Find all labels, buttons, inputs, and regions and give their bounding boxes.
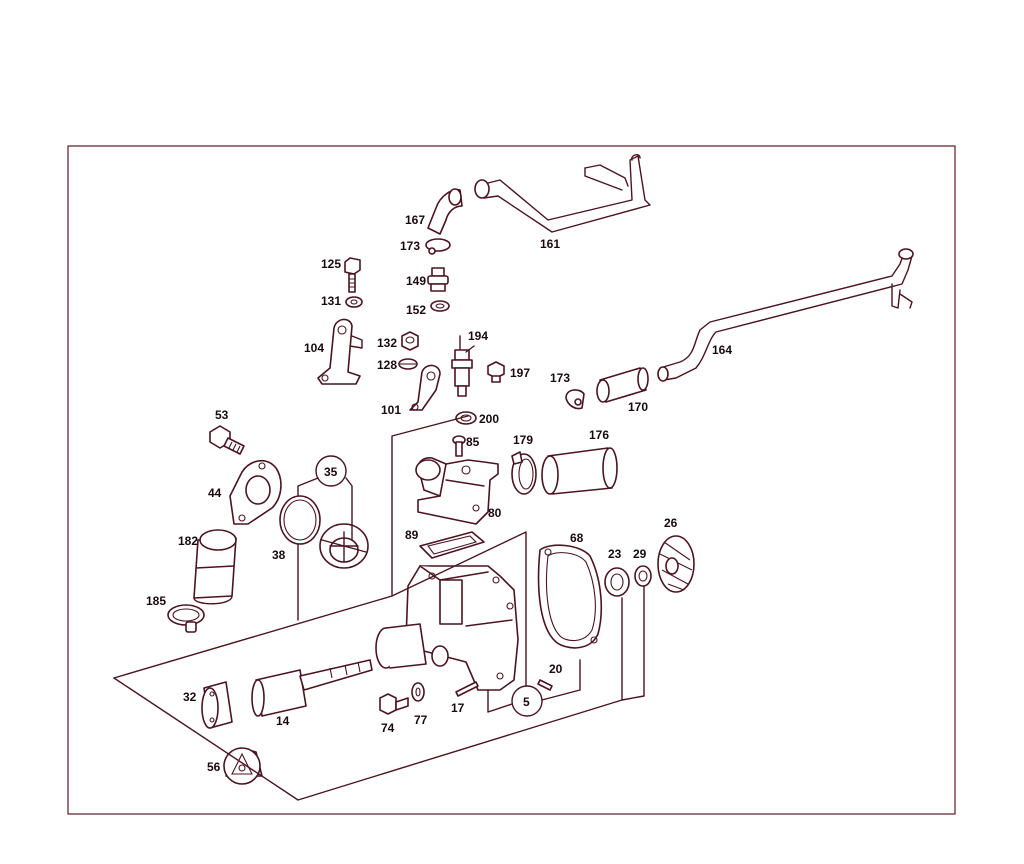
- part-173-hose-clamp-top[interactable]: [425, 238, 451, 255]
- part-17-pin[interactable]: [455, 681, 479, 697]
- part-170-hose[interactable]: [596, 367, 649, 403]
- label-80: 80: [488, 506, 502, 520]
- part-161-coolant-pipe[interactable]: [474, 153, 651, 233]
- label-170: 170: [628, 400, 648, 414]
- label-53: 53: [215, 408, 229, 422]
- part-128-washer[interactable]: [398, 358, 418, 370]
- label-56: 56: [207, 760, 221, 774]
- label-176: 176: [589, 428, 609, 442]
- callout-5: [487, 659, 581, 717]
- part-68-gasket[interactable]: [537, 544, 603, 649]
- label-85: 85: [466, 435, 480, 449]
- callout-35: [297, 455, 353, 621]
- label-5: 5: [523, 695, 530, 709]
- part-132-nut[interactable]: [401, 331, 419, 351]
- label-38: 38: [272, 548, 286, 562]
- label-182: 182: [178, 534, 198, 548]
- label-29: 29: [633, 547, 647, 561]
- part-176-hose[interactable]: [541, 447, 618, 495]
- label-128: 128: [377, 358, 397, 372]
- label-74: 74: [381, 721, 395, 735]
- label-23: 23: [608, 547, 622, 561]
- part-179-hose-clamp[interactable]: [511, 451, 537, 495]
- part-149-fitting[interactable]: [427, 267, 449, 292]
- diagram-frame: [67, 145, 956, 815]
- part-173-hose-clamp-right[interactable]: [565, 389, 585, 410]
- label-44: 44: [208, 486, 222, 500]
- label-152: 152: [406, 303, 426, 317]
- part-89-gasket[interactable]: [419, 531, 485, 559]
- label-89: 89: [405, 528, 419, 542]
- part-44-housing-cover[interactable]: [229, 460, 282, 525]
- part-125-bolt[interactable]: [344, 257, 361, 293]
- label-167: 167: [405, 213, 425, 227]
- label-77: 77: [414, 713, 428, 727]
- label-35: 35: [324, 465, 338, 479]
- part-77-washer[interactable]: [411, 682, 425, 702]
- label-14: 14: [276, 714, 290, 728]
- part-185-hose-clamp[interactable]: [167, 604, 205, 633]
- part-80-thermostat-housing[interactable]: [415, 457, 499, 525]
- label-173-top: 173: [400, 239, 420, 253]
- part-29-ring[interactable]: [634, 565, 652, 587]
- part-197-plug[interactable]: [487, 361, 505, 383]
- part-167-hose-elbow[interactable]: [427, 188, 463, 235]
- part-194-temperature-sensor[interactable]: [451, 335, 475, 397]
- label-197: 197: [510, 366, 530, 380]
- label-179: 179: [513, 433, 533, 447]
- label-161: 161: [540, 237, 560, 251]
- label-200: 200: [479, 412, 499, 426]
- label-17: 17: [451, 701, 465, 715]
- part-32-pulley-hub[interactable]: [201, 681, 233, 729]
- label-194: 194: [468, 329, 488, 343]
- part-74-bolt[interactable]: [379, 693, 409, 715]
- label-131: 131: [321, 294, 341, 308]
- label-101: 101: [381, 403, 401, 417]
- label-173-right: 173: [550, 371, 570, 385]
- part-38-o-ring[interactable]: [279, 495, 321, 545]
- part-20-dowel-pin[interactable]: [537, 679, 553, 691]
- part-152-washer[interactable]: [430, 300, 450, 312]
- label-104: 104: [304, 341, 324, 355]
- part-182-connector-pipe[interactable]: [193, 529, 237, 605]
- part-101-bracket[interactable]: [409, 364, 441, 411]
- label-185: 185: [146, 594, 166, 608]
- part-35-thermostat[interactable]: [319, 523, 369, 569]
- part-104-bracket[interactable]: [317, 318, 363, 385]
- label-164: 164: [712, 343, 732, 357]
- part-131-washer[interactable]: [345, 296, 363, 308]
- part-164-coolant-pipe[interactable]: [657, 248, 914, 382]
- part-23-shaft-seal[interactable]: [604, 567, 630, 597]
- part-53-bolt[interactable]: [209, 425, 245, 455]
- label-68: 68: [570, 531, 584, 545]
- label-32: 32: [183, 690, 197, 704]
- label-20: 20: [549, 662, 563, 676]
- part-14-shaft-bearing[interactable]: [251, 659, 373, 717]
- part-85-screw[interactable]: [452, 435, 466, 457]
- group-lines: [113, 415, 645, 801]
- label-26: 26: [664, 516, 678, 530]
- label-149: 149: [406, 274, 426, 288]
- label-125: 125: [321, 257, 341, 271]
- part-56-flange[interactable]: [223, 747, 263, 785]
- part-26-impeller[interactable]: [657, 535, 695, 593]
- label-132: 132: [377, 336, 397, 350]
- water-pump-housing[interactable]: [375, 565, 519, 691]
